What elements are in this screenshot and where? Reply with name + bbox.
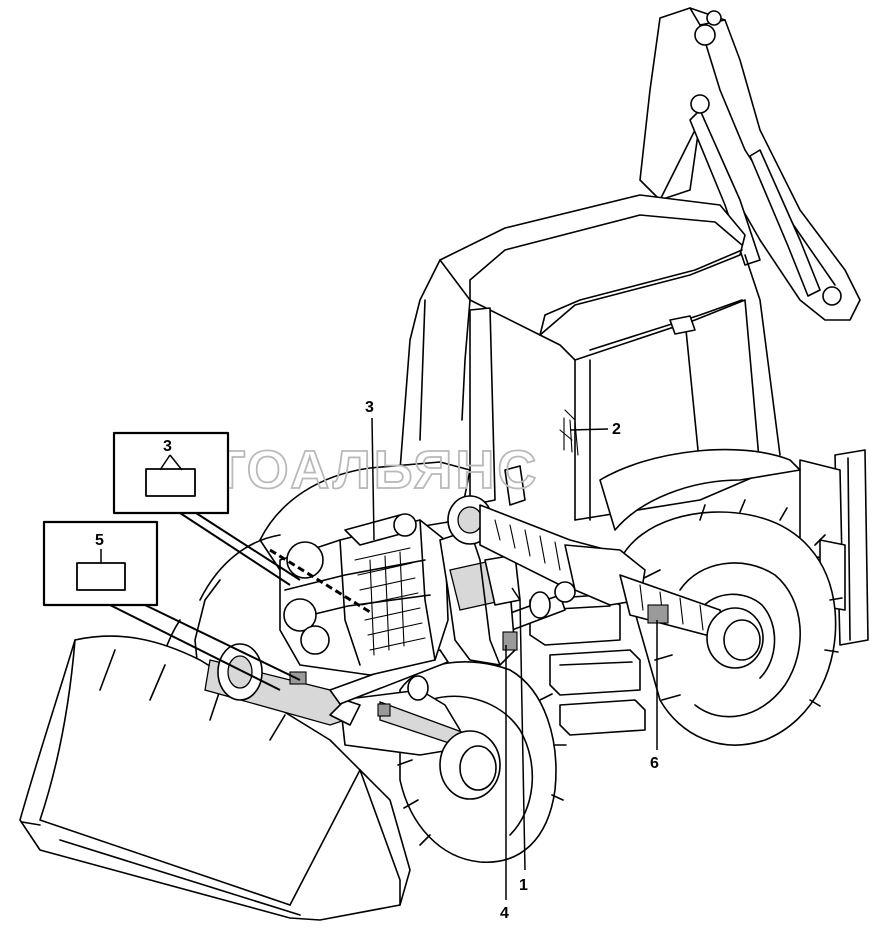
svg-text:2: 2	[612, 421, 621, 438]
svg-text:4: 4	[500, 905, 509, 922]
callout-3-box: 3	[163, 438, 172, 455]
rear-axle	[447, 495, 764, 669]
callout-3-main: 3	[365, 399, 375, 541]
callout-6: 6	[650, 620, 659, 772]
svg-text:6: 6	[650, 755, 659, 772]
front-axle	[204, 643, 501, 800]
exhaust-pipe	[504, 465, 526, 506]
transmission	[439, 529, 521, 666]
detail-box-3: 3	[112, 431, 371, 614]
engine	[279, 513, 449, 676]
detail-box-5: 5	[42, 520, 301, 691]
cab	[399, 194, 781, 521]
rear-stabiliser	[799, 449, 869, 646]
svg-text:1: 1	[519, 877, 528, 894]
callout-5-box: 5	[95, 532, 104, 549]
svg-text:3: 3	[365, 399, 374, 416]
callout-4: 4	[500, 645, 509, 922]
loader-bucket	[19, 635, 411, 921]
backhoe-arm	[639, 7, 861, 321]
callout-2: 2	[563, 417, 621, 456]
callout-1: 1	[511, 587, 528, 894]
